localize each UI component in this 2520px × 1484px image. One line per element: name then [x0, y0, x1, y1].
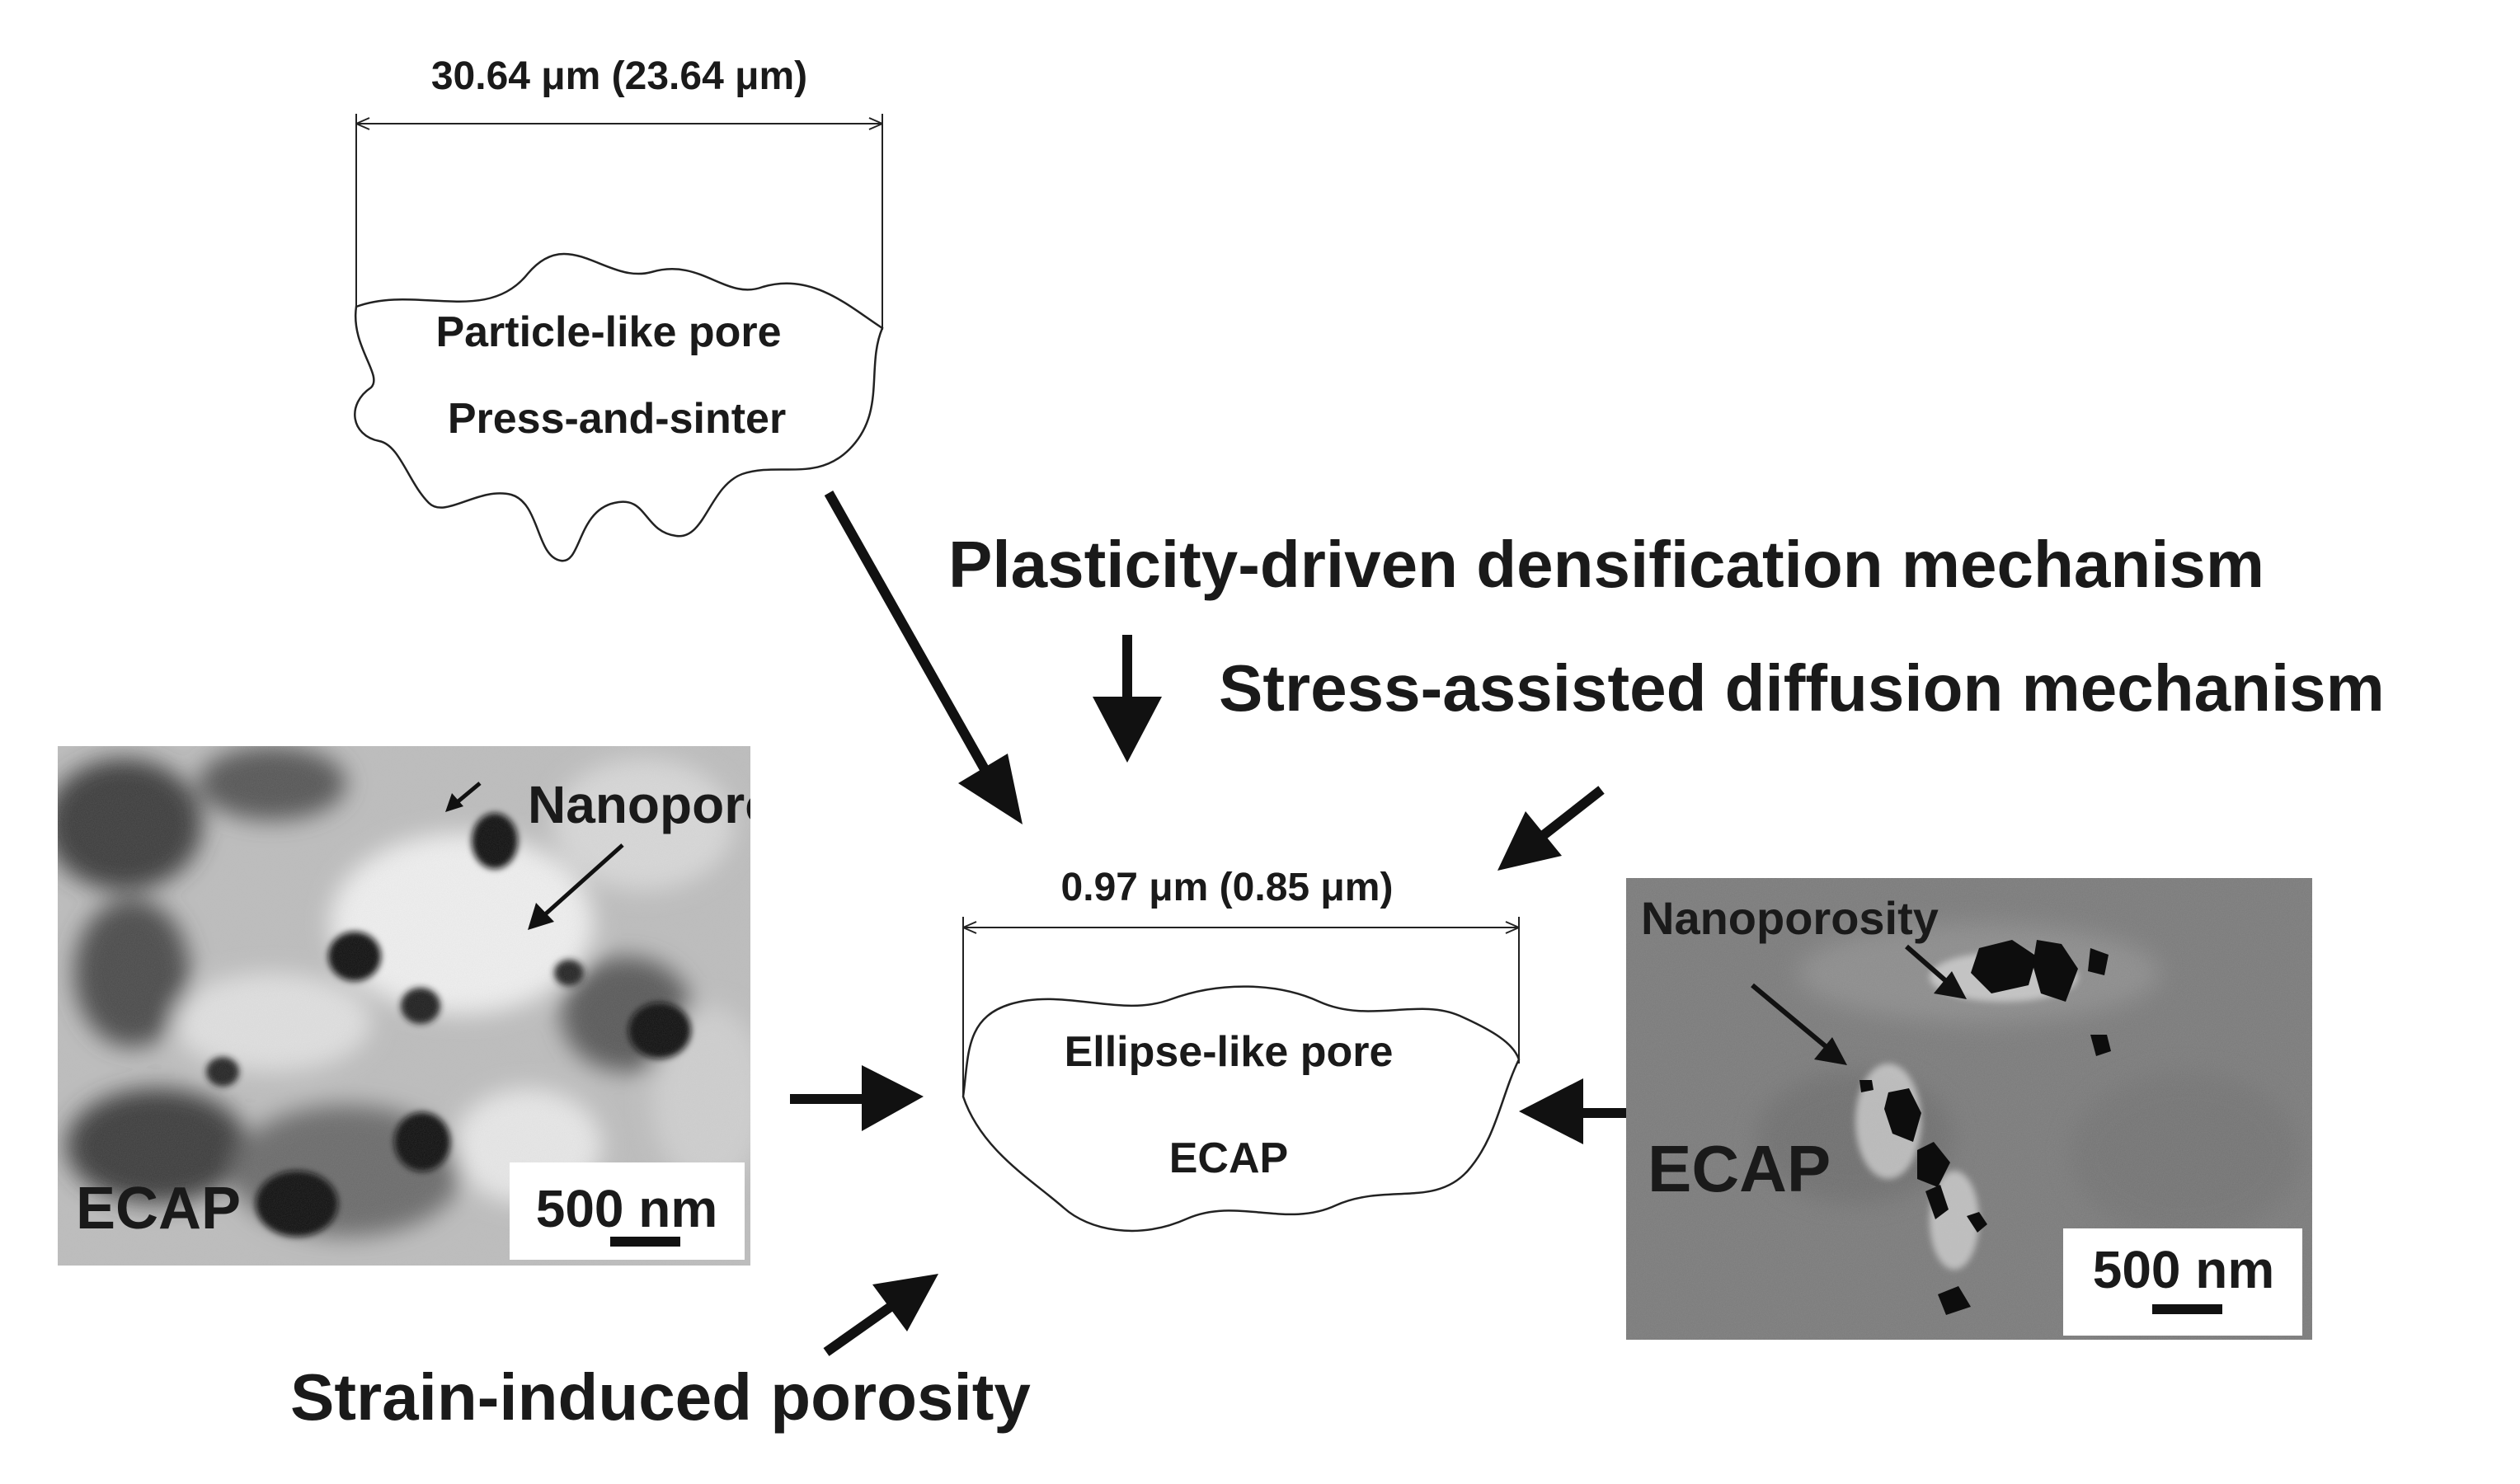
left-micrograph: Nanoporosity ECAP 500 nm [58, 746, 868, 1266]
right-scale-bar-label: 500 nm [2093, 1240, 2275, 1299]
left-scale-bar [610, 1237, 680, 1247]
strain-porosity-label: Strain-induced porosity [290, 1360, 1031, 1434]
particle-process-label: Press-and-sinter [448, 395, 786, 443]
right-nanoporosity-label: Nanoporosity [1641, 892, 1939, 944]
ellipse-pore-group: 0.97 μm (0.85 μm) Ellipse-like pore ECAP [961, 866, 1521, 1233]
ellipse-process-label: ECAP [1169, 1134, 1288, 1182]
ellipse-pore-shape [961, 985, 1521, 1233]
right-ecap-label: ECAP [1648, 1132, 1831, 1205]
strain-arrow [823, 1274, 938, 1356]
particle-pore-group: 30.64 μm (23.64 μm) Particle-like pore P… [354, 54, 884, 562]
particle-pore-dimension: 30.64 μm (23.64 μm) [431, 54, 807, 98]
particle-pore-label: Particle-like pore [435, 308, 781, 356]
ellipse-pore-dimension: 0.97 μm (0.85 μm) [1061, 866, 1394, 909]
ellipse-pore-label: Ellipse-like pore [1065, 1028, 1394, 1076]
diffusion-arrow [1497, 786, 1605, 871]
left-ecap-label: ECAP [76, 1176, 241, 1242]
right-micrograph: Nanoporosity ECAP 500 nm [1626, 878, 2312, 1340]
densification-arrow [824, 491, 1023, 824]
diffusion-mechanism-label: Stress-assisted diffusion mechanism [1219, 651, 2385, 725]
plasticity-arrow [1093, 635, 1162, 763]
left-nanoporosity-label: Nanoporosity [528, 775, 868, 834]
right-scale-bar [2152, 1304, 2222, 1314]
left-scale-bar-label: 500 nm [536, 1179, 718, 1238]
left-micrograph-arrow [790, 1065, 924, 1131]
particle-pore-shape [354, 252, 884, 562]
plasticity-mechanism-label: Plasticity-driven densification mechanis… [948, 528, 2264, 601]
